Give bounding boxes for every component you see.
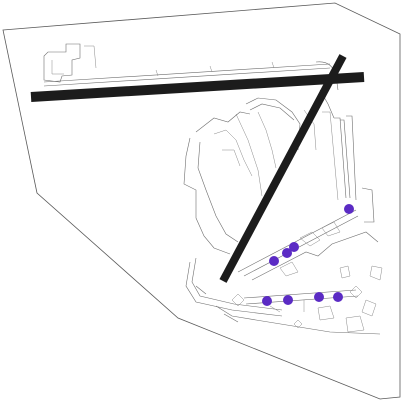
- central-apron: [183, 97, 301, 255]
- gate-3[interactable]: [282, 248, 292, 258]
- runway-east-west: [30, 72, 365, 102]
- runway-diagonal: [219, 54, 347, 283]
- gate-8[interactable]: [333, 292, 343, 302]
- gate-5[interactable]: [262, 296, 272, 306]
- east-concourse: [237, 209, 383, 281]
- gate-4[interactable]: [269, 256, 279, 266]
- gate-2[interactable]: [289, 242, 299, 252]
- gate-1[interactable]: [344, 204, 354, 214]
- gate-7[interactable]: [314, 292, 324, 302]
- north-apron: [43, 43, 97, 83]
- gate-6[interactable]: [283, 295, 293, 305]
- gates-layer: [262, 204, 354, 306]
